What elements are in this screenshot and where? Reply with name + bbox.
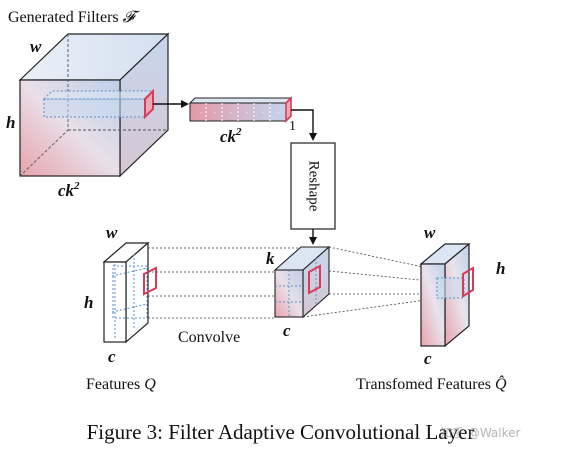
filter-bar-end-highlight	[285, 96, 292, 123]
svg-text:·: ·	[262, 109, 264, 117]
kernel-grid	[275, 258, 317, 317]
filter-bar-width-label: 1	[289, 119, 296, 134]
output-height-label: h	[496, 259, 505, 278]
svg-text:·: ·	[246, 109, 248, 117]
filter-cube-depth-label: ck2	[58, 180, 80, 200]
features-q-block	[102, 241, 157, 344]
convolve-label: Convolve	[178, 329, 240, 346]
figure-caption: Figure 3: Filter Adaptive Convolutional …	[86, 420, 475, 444]
filter-adaptive-diagram: ··· ··· Reshape Generated Fil	[6, 7, 507, 393]
filter-cube-height-label: h	[6, 113, 15, 132]
filter-bar-dividers	[205, 103, 271, 121]
convolve-lines	[148, 247, 301, 319]
filter-bar-top	[188, 97, 293, 104]
output-front-face	[420, 263, 446, 347]
output-features-block	[419, 242, 474, 348]
svg-text:·: ·	[230, 109, 232, 117]
features-channels-label: c	[108, 347, 116, 366]
kernel-highlight	[308, 264, 321, 295]
filter-slice	[43, 98, 146, 118]
filter-bar-cell-marks: · · · · · ·	[200, 109, 279, 117]
kernel-channels-label: c	[283, 321, 291, 340]
reshape-label: Reshape	[306, 161, 322, 212]
output-highlight	[462, 266, 474, 298]
watermark: 知乎 @Walker	[440, 426, 521, 440]
output-slice	[436, 277, 465, 299]
features-width-label: w	[106, 223, 118, 242]
filter-cube-hidden-edges	[19, 34, 168, 177]
filter-vector-bar: · · · · · ·	[188, 96, 293, 123]
filter-slice-top	[42, 90, 155, 100]
kernel-front-face	[274, 269, 304, 318]
svg-text:·: ·	[277, 109, 279, 117]
output-projection-lines	[302, 246, 457, 318]
features-grid	[111, 254, 148, 340]
svg-text:·: ·	[200, 109, 202, 117]
generated-filters-label: Generated Filters 𝓕	[8, 7, 141, 26]
svg-text:·: ·	[214, 109, 216, 117]
filter-slice-highlight	[144, 88, 154, 120]
arrow-to-reshape	[291, 109, 317, 141]
features-q-label: Features Q	[86, 376, 156, 393]
kernel-block	[273, 245, 331, 319]
filter-bar-length-label: ck2	[220, 126, 242, 146]
kernel-size-label: k	[266, 249, 275, 268]
output-width-label: w	[424, 223, 436, 242]
features-highlight-patch	[143, 266, 157, 296]
features-height-label: h	[84, 293, 93, 312]
filter-cube	[18, 32, 170, 178]
reshape-box	[290, 142, 336, 230]
filter-cube-width-label: w	[30, 37, 42, 56]
transformed-features-label: Transfomed Features Q̂	[356, 374, 507, 393]
output-channels-label: c	[424, 349, 432, 368]
